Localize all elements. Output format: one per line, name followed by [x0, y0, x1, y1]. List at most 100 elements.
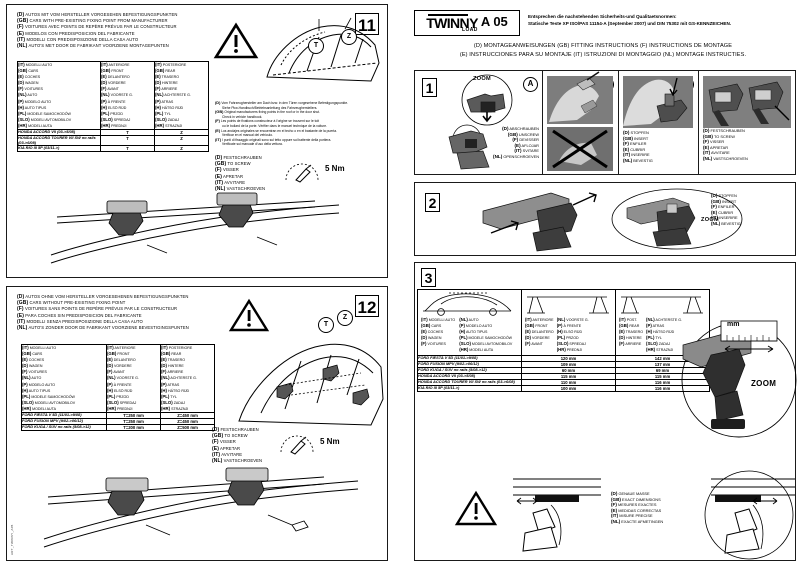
row-model: KIA RIO III 5P (03/11->) — [17, 145, 101, 153]
row-front: 100 mm — [521, 384, 616, 392]
lang-line: (D) GENAUE MASSE — [611, 491, 650, 496]
divider — [698, 71, 699, 174]
zoom-ellipse-detail — [611, 188, 743, 255]
prohibition-cross-icon — [547, 127, 613, 176]
brand-logo: TWINNY LOAD A 05 — [414, 10, 520, 36]
roof-bar-assembly-diagram — [42, 457, 362, 560]
marker-z: Z — [337, 310, 353, 326]
norms-block: Entsprechen die nachstehenden Sicherheit… — [528, 13, 794, 27]
torque-value: 5 Nm — [325, 164, 345, 173]
hand-holding-screw-photo — [547, 71, 613, 129]
note: (GB) Original manufacturers fixing point… — [215, 109, 321, 115]
heading-line: (E) PARA COCHES SIN PREDISPOSICION DEL F… — [17, 312, 142, 319]
note: (IT) I punti di fissaggio originali sono… — [215, 136, 332, 142]
screw-line: (D) FESTSCHRAUBEN — [215, 155, 262, 161]
zoom-label-step3: ZOOM — [751, 379, 777, 388]
front-bar-icon — [523, 291, 614, 317]
sub-step-c-lines: (D) STOPFEN (GB) INSERT (F) ENFILER (E) … — [623, 130, 653, 164]
header-area: TWINNY LOAD A 05 Entsprechen die nachste… — [410, 6, 796, 64]
foot-detail-drawing — [437, 123, 521, 176]
row-model: HONDA ACCORD TOURER VII SW no rails (03-… — [17, 135, 101, 147]
bar-measure-diagram-right — [701, 470, 797, 564]
lang-line: (IT) MISURE PRECISE — [611, 513, 653, 519]
instructions-line-2: (E) INSTRUCCIONES PARA SU MONTAJE (IT) I… — [459, 52, 747, 58]
norm-line-1: Entsprechen die nachstehenden Sicherheit… — [528, 14, 677, 19]
lang-line: (NL) BEVESTIG — [623, 157, 653, 163]
note-cont: Siehe Pkw-Handbuch/Betriebsanleitung des… — [222, 105, 318, 110]
lang-line: (IT) AVVITARE — [703, 150, 730, 156]
col-rear-header: (IT) POST. (GB) REAR (E) TRASERO (D) HIN… — [615, 289, 710, 356]
screw-line: (NL) VASTSCHROEVEN — [212, 458, 263, 465]
step-2-lines: (D) STOPFEN (GB) INSERT (F) ENFILER (E) … — [711, 193, 741, 227]
lang-line: (GB) TO SCREW — [703, 133, 735, 139]
panel-12-headings: (D) AUTOS OHNE VOM HERSTELLER VORGESEHEN… — [17, 294, 189, 331]
table-header-row: (IT) MODELLI AUTO (GB) CARS (E) COCHES (… — [17, 60, 209, 131]
table-row: HONDA ACCORD TOURER VII SW no rails (03-… — [17, 135, 209, 147]
brand-sub: LOAD — [462, 26, 478, 33]
lang-line: (D) ABSCHRAUBEN — [502, 126, 539, 131]
heading-line: (IT) MODELLI CON PREDISPOSIZIONE DELLA C… — [17, 36, 139, 43]
lang-line: (IT) INSERIRE — [623, 152, 650, 158]
step-3-table: (IT) MODELLI AUTO (GB) CARS (E) COCHES (… — [417, 289, 710, 392]
lang-line: (NL) VASTSCHROEVEN — [703, 155, 748, 161]
norm-line-2: Statische Teste XP ISO/PAS 11154-A (Sept… — [528, 21, 732, 26]
torque-value: 5 Nm — [320, 437, 340, 446]
sub-step-a-lines: (D) ABSCHRAUBEN (GB) UNSCREW (F) DEVISSE… — [433, 126, 539, 160]
heading-line: (F) VOITURES AVEC POINTS DE REPÈRE PRÉVU… — [17, 24, 177, 31]
marker-z: Z — [341, 29, 357, 45]
heading-line: (NL) AUTO'S MET DOOR DE FABRIKANT VOORZI… — [17, 43, 169, 50]
panel-11-headings: (D) AUTOS MIT VOM HERSTELLER VORGESEHEN … — [17, 12, 177, 49]
step-3-panel: 3 — [414, 262, 797, 564]
zoom-label-step2: ZOOM — [701, 217, 719, 223]
table-row: KIA RIO III 5P (03/11->) T Z — [17, 145, 209, 153]
note: (E) Los anclajes originales se encuentra… — [215, 127, 337, 133]
panel-11-notes: (D) Vom Fahrzeughersteller am Dach bzw. … — [215, 100, 387, 147]
lang-line: (NL) OPENSCHROEVEN — [493, 153, 539, 159]
lang-line: (E) AFLOJAR — [514, 142, 539, 148]
col-rear-header: (IT) POSTERIORE (GB) REAR (E) TRASERO (D… — [160, 343, 215, 414]
lang-line: (F) DEVISSER — [512, 137, 539, 143]
panel-12: (D) AUTOS OHNE VOM HERSTELLER VORGESEHEN… — [6, 286, 388, 561]
heading-line: (GB) CARS WITH PRE-EXISTING FIXING POINT… — [17, 18, 168, 25]
panel-11-number: 11 — [355, 13, 379, 35]
lang-line: (GB) EXACT DIMENSIONS — [611, 496, 661, 502]
heading-line: (GB) CARS WITHOUT PRE-EXISTING FIXING PO… — [17, 300, 126, 307]
screw-line: (IT) AVVITARE — [212, 451, 243, 458]
lang-line: (D) STOPFEN — [623, 130, 649, 135]
lang-line: (D) STOPFEN — [711, 193, 737, 198]
panel-11: (D) AUTOS MIT VOM HERSTELLER VORGESEHEN … — [6, 4, 388, 278]
col-front-header: (IT) ANTERIORE (GB) FRONT (E) DELANTERO … — [521, 289, 616, 356]
mm-label: mm — [727, 321, 740, 328]
panel-11-table: (IT) MODELLI AUTO (GB) CARS (E) COCHES (… — [17, 60, 209, 153]
sub-step-a-letter: A — [523, 77, 538, 92]
hand-insert-photo — [623, 76, 693, 133]
note-cont: Verificate sul manuale d'uso della vettu… — [222, 142, 283, 147]
screw-line: (D) FESTSCHRAUBEN — [212, 427, 259, 433]
model-code: A 05 — [480, 13, 508, 29]
table-row: KIA RIO III 5P (03/11->) 100 mm 116 mm — [417, 384, 710, 392]
foot-screw-photo — [703, 76, 791, 133]
rear-bar-icon — [617, 291, 708, 317]
note-cont: Check in vehicle handbook. — [222, 114, 263, 119]
col-models-header: (IT) MODELLI AUTO (GB) CARS (E) COCHES (… — [21, 343, 107, 414]
lang-line: (NL) BEVESTIG — [711, 220, 741, 226]
marker-t: T — [308, 38, 324, 54]
zoom-label-a: ZOOM — [473, 76, 491, 82]
screw-line: (IT) AVVITARE — [215, 179, 246, 186]
note-cont: Verificar en el manual del vehiculo. — [222, 133, 273, 138]
row-rear: Z=500 mm — [160, 424, 215, 432]
row-rear: Z — [154, 135, 209, 147]
note-cont: ou le bollard de la porte. Vérifier dans… — [222, 123, 328, 128]
col-front-header: (IT) ANTERIORE (GB) FRONT (E) DELANTERO … — [100, 60, 155, 131]
measurement-zoom-circle — [681, 319, 797, 446]
lang-line: (E) CUBRIR — [623, 146, 646, 152]
lang-line: (F) ENFILER — [623, 141, 647, 147]
divider — [618, 71, 619, 174]
row-rear: Z — [154, 145, 209, 153]
screw-line: (E) APRETAR — [215, 173, 244, 180]
lang-line: (F) MESURES EXACTES — [611, 502, 657, 508]
lang-line: (GB) INSERT — [623, 135, 649, 141]
step-1-number: 1 — [422, 78, 437, 97]
lang-line: (E) MEDIDAS CORRECTAS — [611, 507, 662, 513]
